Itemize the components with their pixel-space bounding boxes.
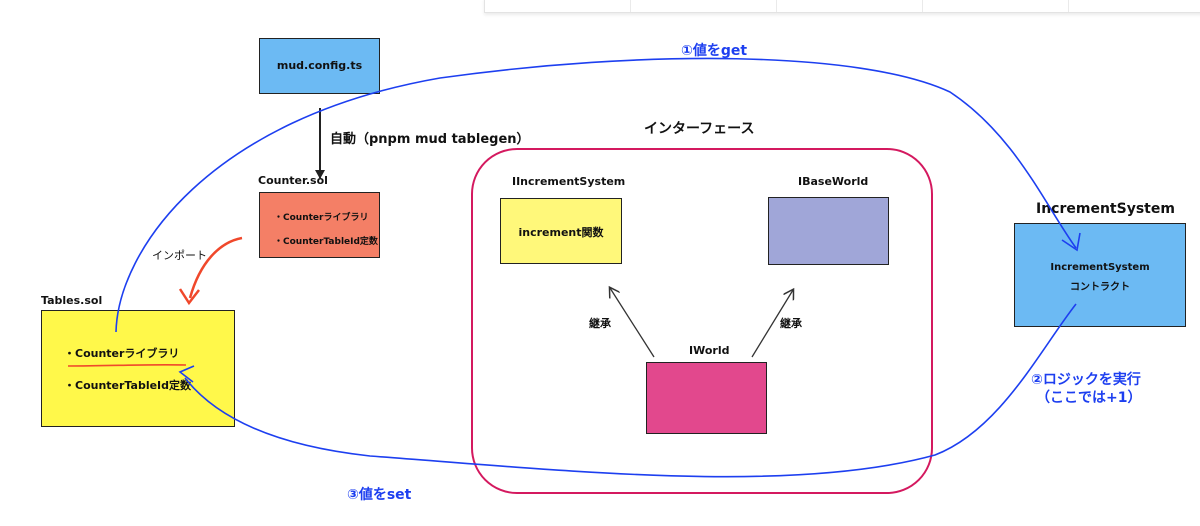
tables-sol-title: Tables.sol [41, 294, 103, 307]
counter-sol-title: Counter.sol [258, 174, 328, 187]
counter-sol-box[interactable]: ・Counterライブラリ ・CounterTableId定数 [259, 192, 380, 258]
interface-title: インターフェース [644, 121, 755, 137]
step1-get-arrow [115, 57, 1077, 333]
step2-logic-annotation: ②ロジックを実行 [1031, 372, 1141, 388]
import-label: インポート [152, 249, 207, 262]
canvas-toolbar [484, 0, 1200, 13]
counter-item-library: ・Counterライブラリ [274, 213, 369, 223]
step3-set-arrow [184, 303, 1077, 478]
counter-underline [67, 363, 187, 367]
toolbar-cell [923, 0, 1069, 12]
increment-system-box-line1: IncrementSystem [1050, 262, 1150, 273]
tables-sol-box[interactable]: ・Counterライブラリ ・CounterTableId定数 [41, 310, 235, 427]
inherit-arrow-right [751, 290, 793, 358]
increment-function-label: increment関数 [518, 226, 604, 239]
step1-get-annotation: ①値をget [681, 43, 748, 59]
increment-system-box-line2: コントラクト [1070, 282, 1130, 293]
inherit-right-label: 継承 [780, 317, 802, 330]
toolbar-cell [485, 0, 631, 12]
import-arrowhead [178, 288, 200, 306]
counter-item-tableid: ・CounterTableId定数 [274, 237, 378, 247]
interface-container [471, 148, 933, 494]
tables-item-library: ・Counterライブラリ [64, 347, 180, 360]
iincrement-title: IIncrementSystem [512, 175, 626, 188]
iworld-box[interactable] [646, 362, 767, 434]
step3-arrowhead [178, 365, 195, 383]
toolbar-cell [777, 0, 923, 12]
import-arrow [188, 236, 243, 299]
step1-arrowhead [1061, 232, 1081, 252]
step2-detail-annotation: （ここでは+1） [1036, 390, 1142, 406]
tables-item-tableid: ・CounterTableId定数 [64, 379, 192, 392]
ibaseworld-box[interactable] [768, 197, 889, 265]
config-label: mud.config.ts [276, 59, 363, 72]
ibaseworld-title: IBaseWorld [798, 175, 869, 188]
iincrement-box[interactable]: increment関数 [500, 198, 622, 264]
config-box[interactable]: mud.config.ts [259, 38, 380, 94]
inherit-arrow-left [610, 288, 655, 358]
auto-tablegen-label: 自動（pnpm mud tablegen） [330, 132, 530, 147]
iworld-title: IWorld [689, 344, 730, 357]
increment-system-title: IncrementSystem [1036, 201, 1175, 217]
toolbar-cell [631, 0, 777, 12]
step3-set-annotation: ③値をset [347, 487, 412, 503]
inherit-left-label: 継承 [589, 317, 611, 330]
increment-system-box[interactable]: IncrementSystem コントラクト [1014, 223, 1186, 327]
